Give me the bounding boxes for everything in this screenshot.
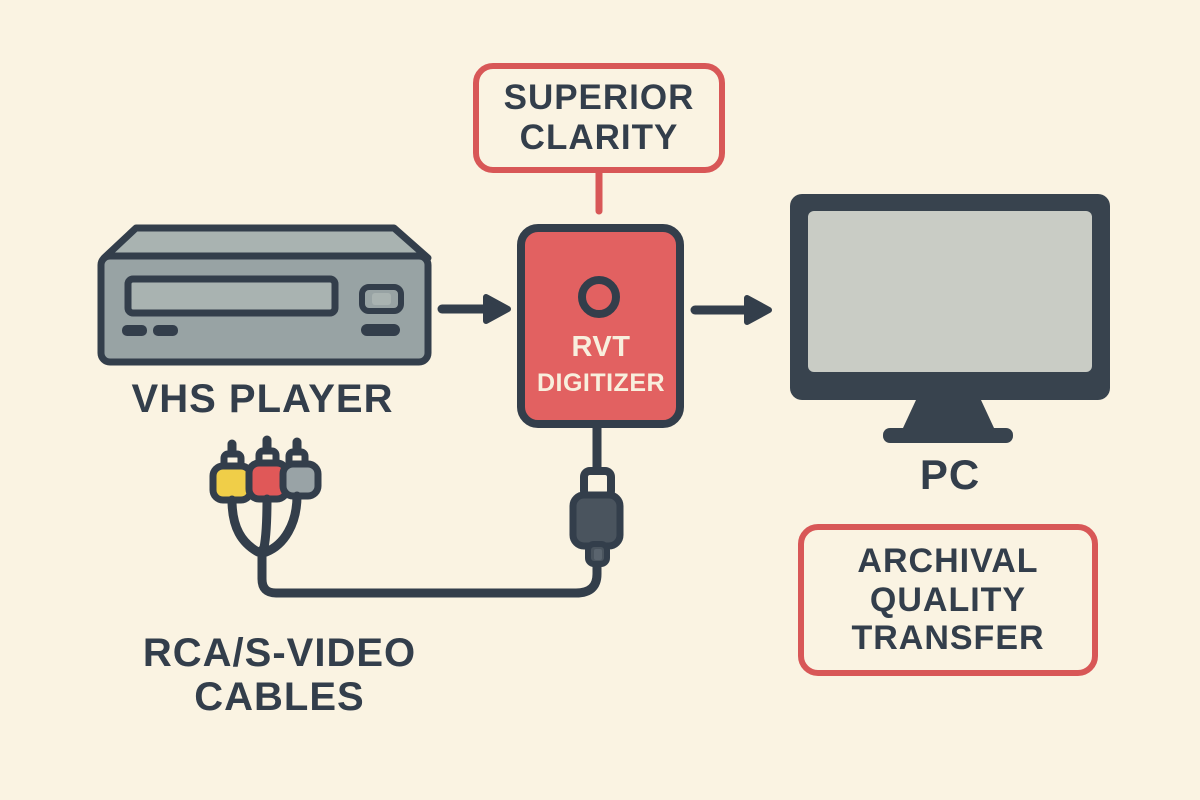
- cable-strand: [227, 495, 263, 557]
- pc-monitor-device: [790, 194, 1110, 443]
- arrow-head: [744, 295, 772, 325]
- arrow-right-icon: [690, 295, 772, 325]
- cables-label-line: CABLES: [194, 675, 365, 719]
- cable-strand: [261, 491, 302, 557]
- monitor-screen: [808, 211, 1092, 372]
- vhs-eject-button: [359, 284, 404, 314]
- digitizer-label-line: DIGITIZER: [536, 369, 666, 397]
- digitizer-label: RVT DIGITIZER: [521, 331, 681, 398]
- usb-connector-body: [569, 491, 624, 550]
- digitizer-label-line: RVT: [571, 331, 631, 363]
- vhs-control-dash: [122, 325, 147, 336]
- vhs-tape-slot: [124, 275, 339, 317]
- rca-cable-bundle: [209, 435, 602, 598]
- vhs-control-dash: [153, 325, 178, 336]
- rca-plug-gray: [279, 460, 322, 500]
- cable-run: [257, 545, 602, 598]
- callout-line: CLARITY: [519, 118, 679, 157]
- usb-strain-relief-detail: [594, 549, 602, 560]
- cable-strand: [258, 494, 272, 557]
- vhs-player-device: [97, 224, 432, 366]
- vhs-player-label: VHS PLAYER: [131, 377, 394, 421]
- monitor-base: [883, 428, 1013, 443]
- callout-line: QUALITY: [869, 580, 1027, 619]
- callout-line: TRANSFER: [851, 619, 1045, 658]
- callout-line: SUPERIOR: [503, 78, 695, 118]
- callout-line: ARCHIVAL: [857, 542, 1039, 581]
- cables-label-line: RCA/S-VIDEO: [142, 631, 417, 675]
- vhs-eject-button-face: [372, 293, 391, 305]
- vhs-vent-dash: [361, 324, 400, 336]
- pc-label: PC: [919, 451, 981, 498]
- arrow-right-icon: [437, 294, 511, 324]
- superior-clarity-callout: SUPERIOR CLARITY: [473, 63, 725, 173]
- circle-outline-icon: [578, 276, 620, 318]
- arrow-head: [483, 294, 511, 324]
- rca-plug-yellow: [209, 462, 255, 504]
- cables-label: RCA/S-VIDEO CABLES: [112, 631, 447, 719]
- monitor-stand: [903, 400, 994, 428]
- archival-quality-callout: ARCHIVAL QUALITY TRANSFER: [798, 524, 1098, 676]
- usb-plug: [569, 421, 624, 567]
